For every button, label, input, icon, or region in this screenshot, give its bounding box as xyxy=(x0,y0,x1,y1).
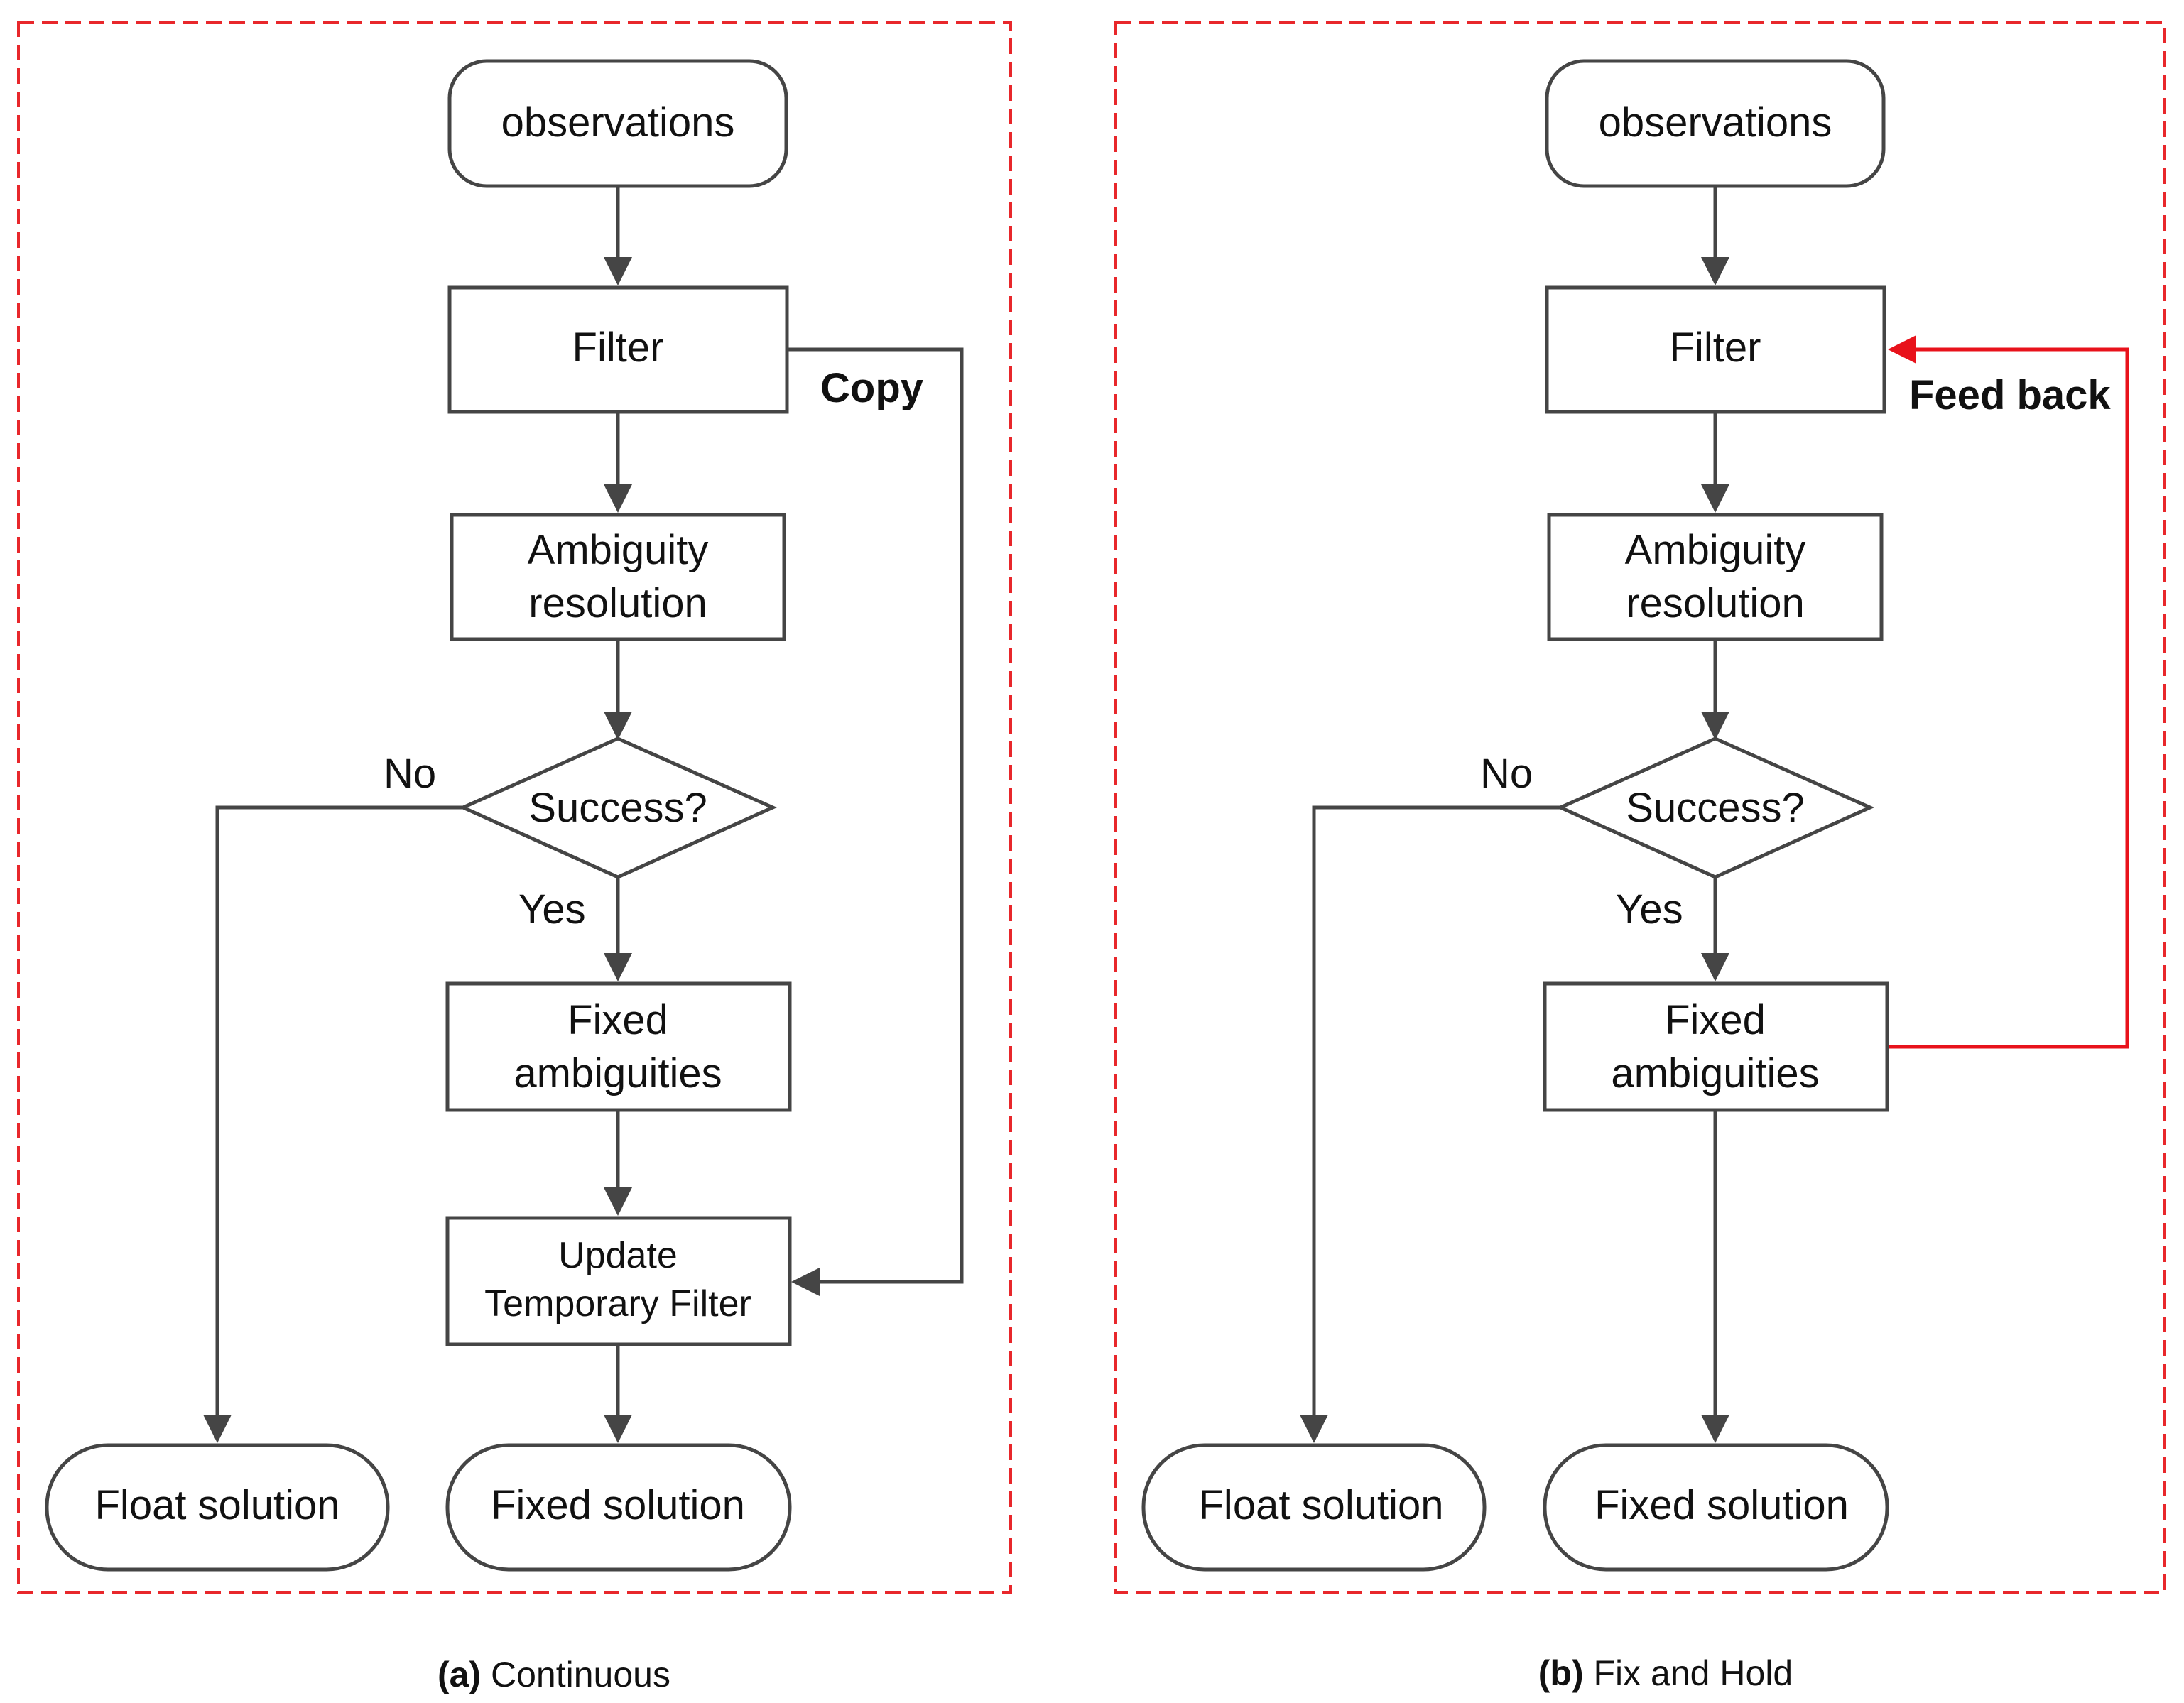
ambiguity-resolution-node xyxy=(450,513,786,641)
ambiguity-label-line1: Ambiguity xyxy=(528,527,709,573)
arrow-no-to-float-solution xyxy=(1312,805,1560,1420)
copy-connector xyxy=(787,347,964,1284)
ambiguity-label-line1: Ambiguity xyxy=(1625,527,1806,573)
fixed-solution-node xyxy=(1543,1443,1889,1572)
ambiguity-label-line2: resolution xyxy=(528,580,707,626)
observations-node xyxy=(447,59,788,188)
fixed-label-line1: Fixed xyxy=(567,997,668,1043)
panel-a-connectors xyxy=(203,186,964,1443)
fixed-solution-node xyxy=(445,1443,792,1572)
caption-b: (b) Fix and Hold xyxy=(1538,1653,1793,1693)
yes-label: Yes xyxy=(1616,886,1683,932)
feedback-connector xyxy=(1887,347,2129,1049)
success-decision xyxy=(458,736,778,879)
filter-label: Filter xyxy=(572,325,664,371)
fixed-ambiguities-node xyxy=(445,981,792,1112)
panel-a: observations Filter Copy Ambiguity resol… xyxy=(17,21,1012,1694)
observations-node xyxy=(1545,59,1886,188)
update-label-line2: Temporary Filter xyxy=(484,1283,751,1324)
float-solution-node xyxy=(45,1443,390,1572)
float-solution-label: Float solution xyxy=(1199,1482,1444,1528)
fixed-ambiguities-node xyxy=(1543,981,1889,1112)
fixed-solution-label: Fixed solution xyxy=(1594,1482,1849,1528)
caption-a: (a) Continuous xyxy=(438,1655,670,1694)
filter-node xyxy=(1545,285,1886,414)
fixed-label-line2: ambiguities xyxy=(1611,1050,1819,1097)
panel-b: observations Filter Feed back Ambiguity … xyxy=(1114,21,2166,1693)
filter-node xyxy=(447,285,789,414)
success-decision xyxy=(1555,736,1875,879)
panel-a-frame xyxy=(17,21,1012,1594)
fixed-label-line2: ambiguities xyxy=(514,1050,722,1097)
ambiguity-resolution-node xyxy=(1547,513,1884,641)
success-label: Success? xyxy=(1626,785,1804,831)
fixed-label-line1: Fixed xyxy=(1665,997,1766,1043)
feed-back-label: Feed back xyxy=(1909,372,2111,418)
observations-label: observations xyxy=(1599,99,1832,146)
copy-label: Copy xyxy=(820,365,923,411)
success-label: Success? xyxy=(528,785,707,831)
observations-label: observations xyxy=(501,99,735,146)
fixed-solution-label: Fixed solution xyxy=(491,1482,745,1528)
float-solution-label: Float solution xyxy=(95,1482,340,1528)
update-label-line1: Update xyxy=(558,1235,678,1276)
panel-b-frame xyxy=(1114,21,2166,1594)
float-solution-node xyxy=(1141,1443,1487,1572)
ambiguity-label-line2: resolution xyxy=(1626,580,1804,626)
arrow-no-to-float-solution xyxy=(215,805,463,1420)
filter-label: Filter xyxy=(1670,325,1761,371)
no-label: No xyxy=(384,751,436,797)
panel-b-connectors xyxy=(1300,186,2129,1443)
no-label: No xyxy=(1480,751,1533,797)
update-temporary-filter-node xyxy=(445,1216,792,1346)
yes-label: Yes xyxy=(518,886,586,932)
